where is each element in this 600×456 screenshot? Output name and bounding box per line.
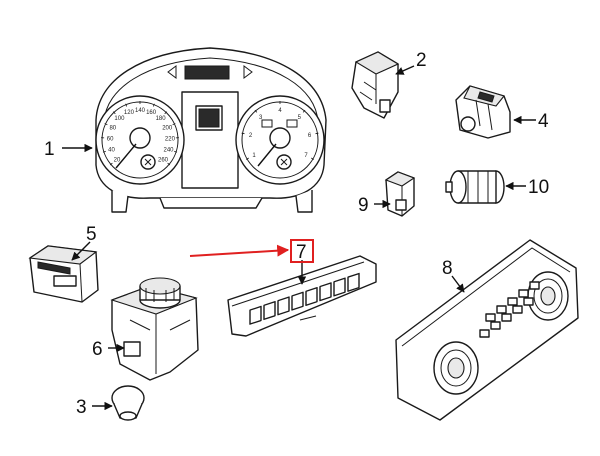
tachometer-tick-mark [242, 133, 245, 134]
climate-button [524, 298, 533, 305]
rotary-switch-6 [112, 278, 198, 380]
highlight-marker [190, 240, 313, 262]
switch-module-4 [456, 86, 510, 138]
callout-3: 3 [76, 397, 87, 418]
switch-5 [30, 246, 98, 302]
switch-module-2 [352, 52, 398, 118]
speedometer-tick-label: 140 [135, 108, 146, 114]
climate-button [480, 330, 489, 337]
climate-button [502, 314, 511, 321]
panel-button [334, 278, 345, 296]
climate-right-dial [528, 272, 568, 320]
callout-2: 2 [416, 50, 427, 71]
speedometer-tick-label: 220 [165, 136, 176, 142]
climate-button [486, 314, 495, 321]
climate-button [497, 306, 506, 313]
callout-7: 7 [296, 242, 307, 263]
speedometer-tick-label: 80 [109, 125, 116, 131]
callout-4: 4 [538, 111, 549, 132]
callout-8: 8 [442, 258, 453, 279]
panel-button [348, 274, 359, 292]
round-switch-10 [446, 171, 504, 203]
speedometer-tick-label: 200 [162, 125, 173, 131]
callout-5: 5 [86, 224, 97, 245]
climate-left-dial [434, 342, 478, 394]
panel-button [306, 288, 317, 306]
climate-button [519, 290, 528, 297]
panel-button [292, 292, 303, 310]
panel-button [250, 306, 261, 324]
callout-9: 9 [358, 195, 369, 216]
climate-button [513, 306, 522, 313]
panel-button [264, 302, 275, 320]
push-clip-3 [112, 386, 144, 420]
speedometer-tick-label: 100 [114, 116, 125, 122]
callout-1: 1 [44, 139, 55, 160]
small-switch-9 [386, 172, 414, 216]
speedometer-tick-label: 20 [114, 157, 121, 163]
callout-10: 10 [528, 177, 549, 198]
climate-button [530, 282, 539, 289]
climate-control-8 [396, 240, 578, 420]
speedometer-tick-label: 240 [163, 147, 174, 153]
speedometer-tick-label: 160 [146, 110, 157, 116]
speedometer-tick-label: 120 [124, 110, 135, 116]
speedometer-tick-label: 60 [107, 136, 114, 142]
climate-button [491, 322, 500, 329]
speedometer-tick-label: 40 [108, 147, 115, 153]
callout-6: 6 [92, 339, 103, 360]
climate-button [508, 298, 517, 305]
panel-button [278, 297, 289, 315]
tachometer-tick-mark [316, 133, 319, 134]
panel-button [320, 283, 331, 301]
speedometer-tick-label: 180 [156, 116, 167, 122]
speedometer-tick-label: 260 [158, 157, 169, 163]
